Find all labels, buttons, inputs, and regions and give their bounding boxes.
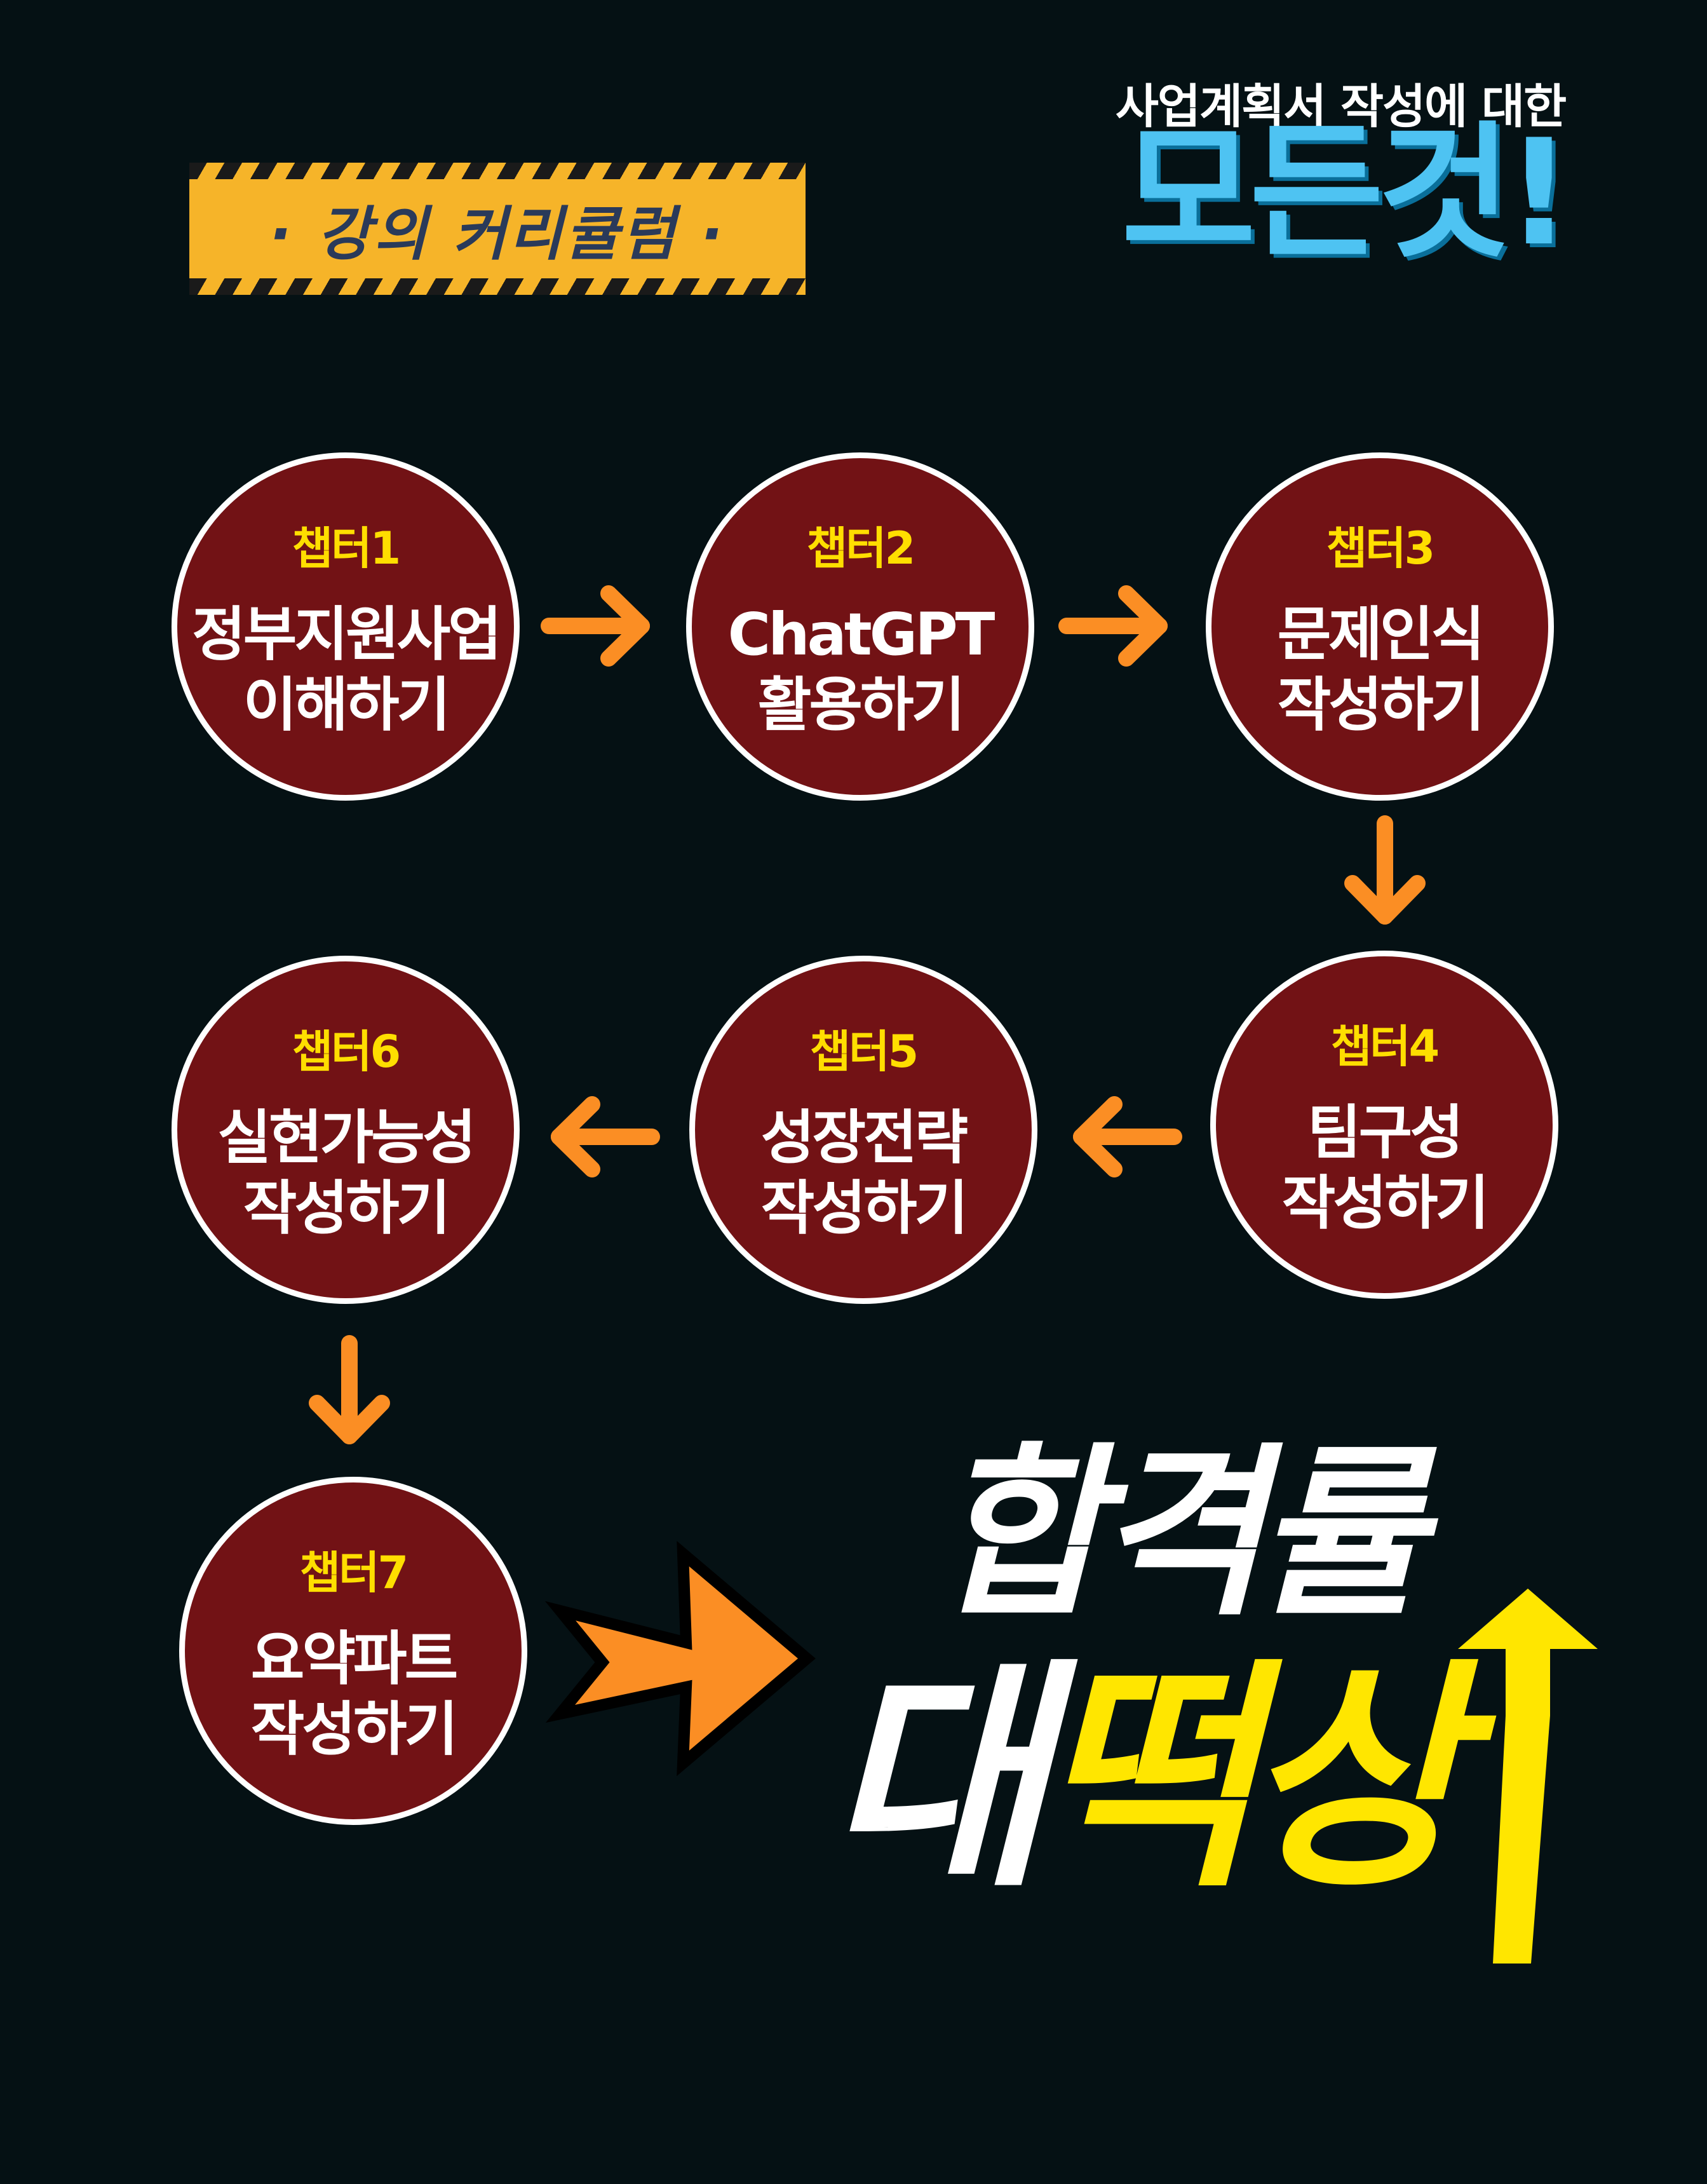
big-rise-white: 대 [826,1638,1048,1920]
chapter-2-circle: 챕터2 ChatGPT 활용하기 [686,452,1034,801]
chapter-title-line1: ChatGPT [727,600,995,669]
chapter-label: 챕터2 [806,522,916,575]
chapter-4-circle: 챕터4 팀구성 작성하기 [1210,951,1558,1299]
chapter-6-circle: 챕터6 실현가능성 작성하기 [172,956,520,1304]
chapter-title-line1: 문제인식 [1277,600,1485,669]
arrow-icon [551,1096,660,1177]
chapter-title-line2: 작성하기 [1277,670,1485,739]
chapter-title-line2: 작성하기 [760,1174,969,1242]
chapter-label: 챕터4 [1330,1021,1440,1073]
chapter-title-line2: 작성하기 [243,1174,451,1242]
big-rise-yellow: 떡상 [1034,1638,1464,1920]
header-subtitle: 사업계획서 작성에 대한 [1115,79,1567,134]
chapter-title-line1: 성장전략 [760,1104,969,1172]
chapter-label: 챕터1 [292,522,401,575]
chapter-title-line2: 작성하기 [250,1695,459,1763]
chapter-3-circle: 챕터3 문제인식 작성하기 [1206,452,1554,801]
header-headline: 모든것! [1121,109,1572,278]
chapter-label: 챕터3 [1326,522,1436,575]
up-arrow-icon [1458,1589,1598,1964]
chapter-title-line2: 활용하기 [757,670,966,739]
chapter-title-line2: 작성하기 [1281,1169,1490,1237]
chapter-7-circle: 챕터7 요약파트 작성하기 [179,1477,527,1825]
big-rise-text: 대떡상 [826,1658,1556,1900]
arrow-icon [1058,585,1168,667]
chapter-title-line1: 팀구성 [1307,1099,1464,1167]
pass-rate-text: 합격률 [934,1427,1425,1641]
chapter-title-line1: 정부지원사업 [192,600,502,669]
chapter-title-line1: 실현가능성 [217,1104,476,1172]
chapter-title-line1: 요약파트 [250,1625,459,1693]
chapter-label: 챕터6 [292,1026,401,1078]
arrow-icon [1073,1096,1182,1177]
chapter-label: 챕터7 [299,1547,409,1599]
arrow-icon [1344,815,1426,925]
chapter-1-circle: 챕터1 정부지원사업 이해하기 [172,452,520,801]
arrow-icon [541,585,650,667]
hazard-stripe-bottom [189,278,806,295]
hazard-stripe-top [189,163,806,179]
curriculum-banner: · 강의 커리큘럼 · [189,163,806,295]
arrow-icon [309,1335,390,1444]
chapter-label: 챕터5 [809,1026,919,1078]
chapter-5-circle: 챕터5 성장전략 작성하기 [689,956,1037,1304]
chapter-title-line2: 이해하기 [243,670,451,739]
big-arrow-icon [544,1540,816,1777]
banner-text: · 강의 커리큘럼 · [269,200,725,268]
